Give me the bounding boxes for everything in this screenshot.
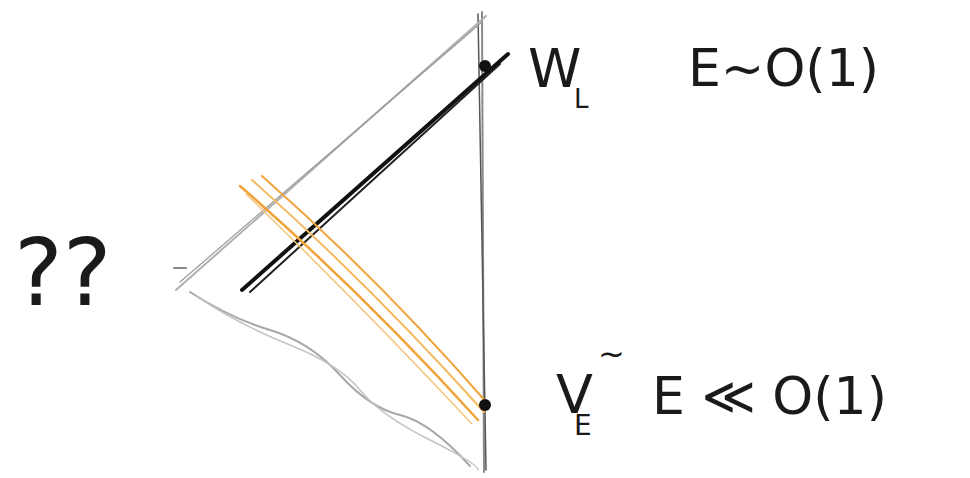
question-marks: ??	[14, 228, 112, 320]
orange-stroke	[252, 180, 484, 412]
wilson-line	[250, 64, 500, 292]
tick	[174, 267, 186, 269]
upper-edge	[180, 22, 482, 282]
orange-stroke	[246, 194, 472, 424]
lower-edge	[196, 296, 478, 470]
energy-note: E~O(1)	[688, 42, 879, 94]
triangle	[174, 12, 486, 472]
endpoint-dot	[479, 60, 491, 72]
energy-note: E ≪ O(1)	[652, 370, 887, 422]
subscript: L	[574, 86, 589, 112]
tilde-mark: ~	[598, 338, 625, 370]
orange-lines	[240, 176, 491, 424]
wilson-line	[242, 54, 508, 290]
upper-edge	[176, 16, 486, 290]
orange-stroke	[240, 186, 478, 420]
subscript: E	[574, 412, 592, 440]
orange-stroke	[262, 176, 488, 404]
endpoint-dot	[479, 399, 491, 411]
black-line	[242, 54, 508, 292]
operator-symbol: W	[528, 42, 581, 96]
